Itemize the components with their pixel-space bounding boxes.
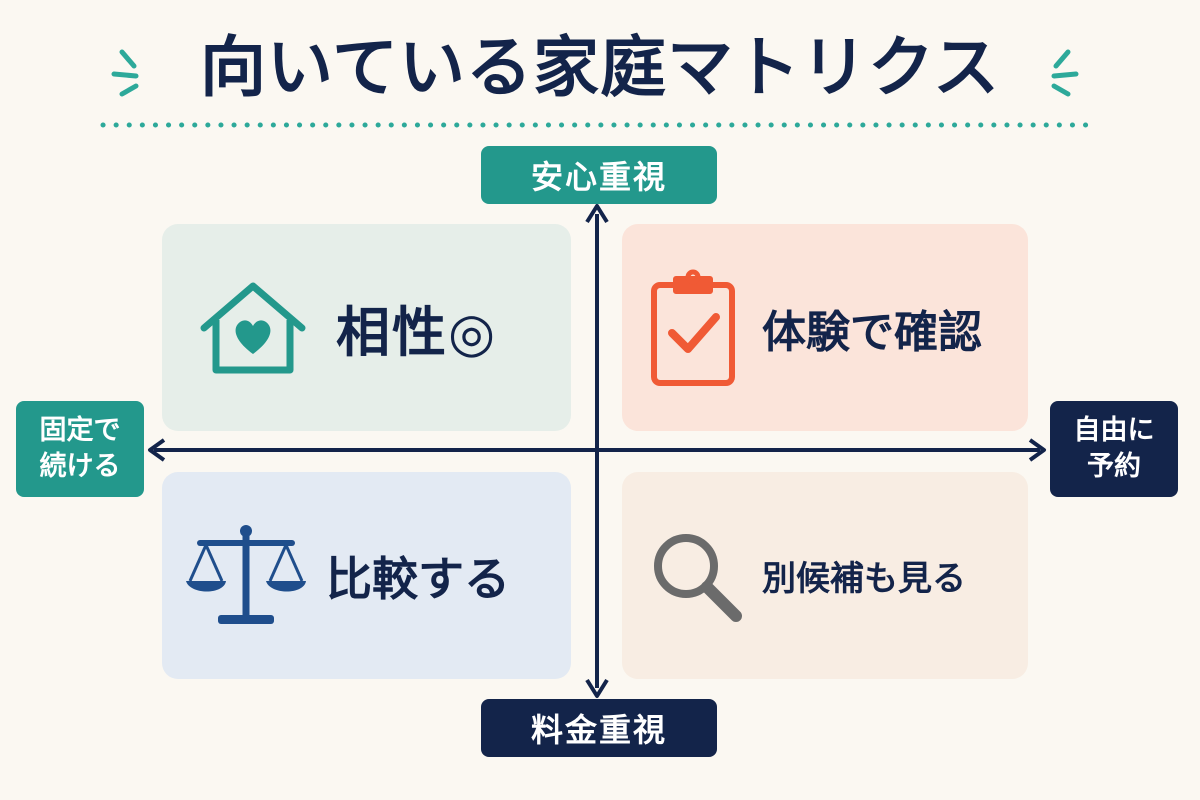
quadrant-top-right: 体験で確認 — [622, 224, 1028, 431]
quadrant-label-compare: 比較する — [326, 551, 510, 606]
dotted-divider — [100, 122, 1100, 128]
quadrant-bottom-right: 別候補も見る — [622, 472, 1028, 679]
axis-label-right: 自由に 予約 — [1050, 401, 1178, 497]
axis-label-left: 固定で 続ける — [16, 401, 144, 497]
arrow-up-icon — [585, 204, 609, 224]
axis-label-right-line1: 自由に — [1073, 415, 1155, 446]
axis-label-right-line2: 予約 — [1087, 451, 1141, 482]
axis-label-top: 安心重視 — [481, 146, 717, 204]
arrow-left-icon — [148, 438, 166, 462]
quadrant-label-other-options: 別候補も見る — [762, 559, 966, 599]
clipboard-check-icon — [651, 269, 735, 386]
page-title: 向いている家庭マトリクス — [199, 29, 1001, 106]
axis-label-left-line1: 固定で — [39, 415, 121, 446]
sparkle-right-icon — [1051, 49, 1079, 97]
axis-label-left-line2: 続ける — [39, 451, 121, 482]
quadrant-bottom-left: 比較する — [162, 472, 571, 679]
quadrant-label-compatibility: 相性◎ — [336, 301, 498, 364]
sparkle-left-icon — [111, 49, 139, 97]
scale-icon — [186, 524, 306, 624]
house-heart-icon — [200, 282, 306, 373]
axis-label-bottom: 料金重視 — [481, 699, 717, 757]
arrow-down-icon — [585, 678, 609, 698]
magnifier-icon — [654, 533, 742, 622]
quadrant-top-left: 相性◎ — [162, 224, 571, 431]
arrow-right-icon — [1028, 438, 1046, 462]
quadrant-label-trial: 体験で確認 — [762, 306, 982, 358]
